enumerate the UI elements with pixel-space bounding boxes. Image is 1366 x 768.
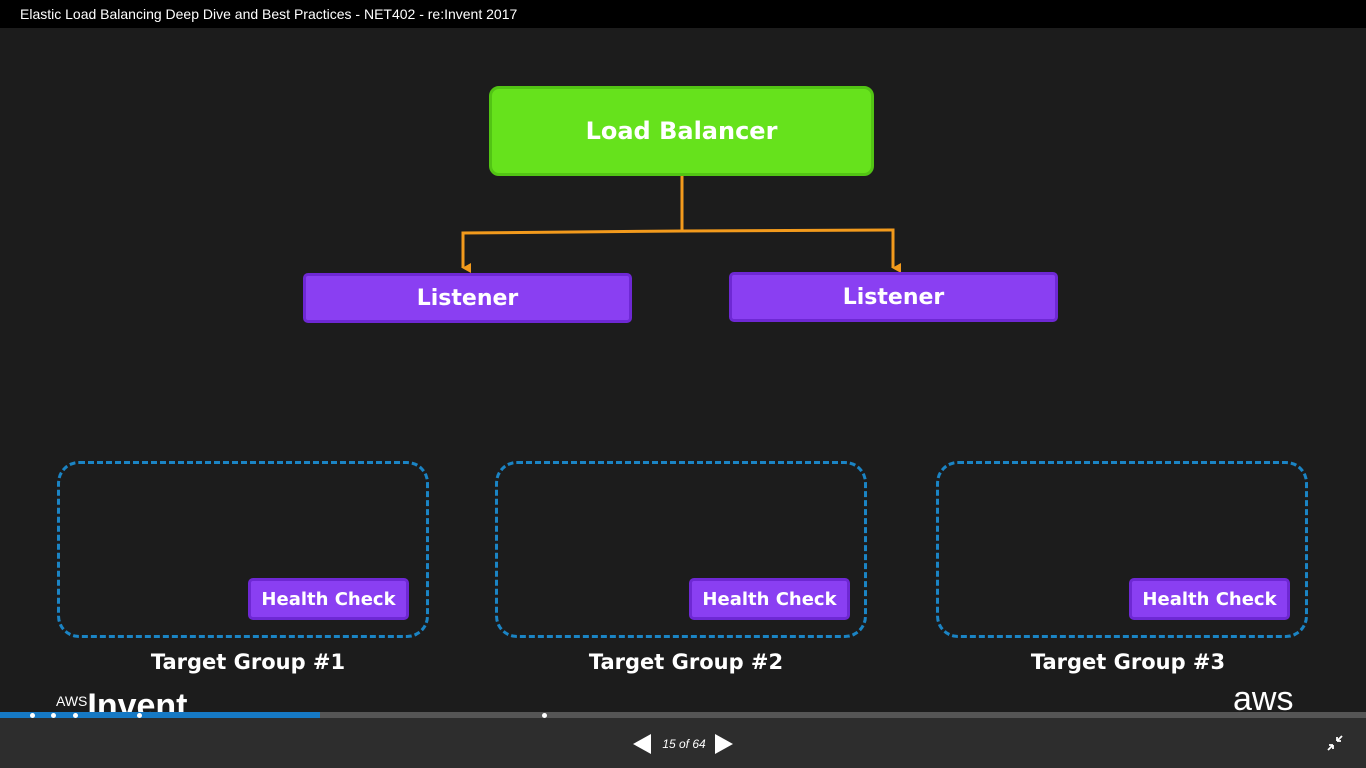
listener-box-2: Listener xyxy=(729,272,1058,322)
window-title: Elastic Load Balancing Deep Dive and Bes… xyxy=(20,6,518,22)
aws-logo: aws xyxy=(1233,680,1294,712)
target-group-box-1 xyxy=(57,461,429,638)
viewer-footer: 15 of 64 xyxy=(0,718,1366,768)
health-check-box-3: Health Check xyxy=(1129,578,1290,620)
target-group-box-3 xyxy=(936,461,1308,638)
arrow-to-listener-1 xyxy=(461,229,683,273)
health-check-box-2: Health Check xyxy=(689,578,850,620)
progress-bar[interactable] xyxy=(0,712,1366,718)
reinvent-logo-text: Invent xyxy=(87,687,188,712)
load-balancer-box: Load Balancer xyxy=(489,86,874,176)
progress-marker[interactable] xyxy=(30,713,35,718)
arrow-to-listener-2 xyxy=(681,228,901,273)
target-group-label-1: Target Group #1 xyxy=(150,650,346,674)
triangle-right-icon[interactable] xyxy=(715,734,733,754)
progress-marker[interactable] xyxy=(542,713,547,718)
slide-canvas: Load Balancer Listener Listener Health C… xyxy=(0,28,1366,712)
progress-fill xyxy=(0,712,320,718)
health-check-box-1: Health Check xyxy=(248,578,409,620)
progress-marker[interactable] xyxy=(51,713,56,718)
connector-arrows xyxy=(461,176,901,273)
target-group-box-2 xyxy=(495,461,867,638)
listener-box-1: Listener xyxy=(303,273,632,323)
progress-marker[interactable] xyxy=(73,713,78,718)
target-group-label-2: Target Group #2 xyxy=(588,650,784,674)
title-bar: Elastic Load Balancing Deep Dive and Bes… xyxy=(0,0,1366,28)
target-group-label-3: Target Group #3 xyxy=(1030,650,1226,674)
reinvent-logo: AWSInvent xyxy=(56,687,188,712)
progress-marker[interactable] xyxy=(137,713,142,718)
slide-counter: 15 of 64 xyxy=(662,737,706,751)
reinvent-logo-prefix: AWS xyxy=(56,693,88,709)
triangle-left-icon[interactable] xyxy=(633,734,651,754)
collapse-arrows-icon[interactable] xyxy=(1326,734,1344,752)
